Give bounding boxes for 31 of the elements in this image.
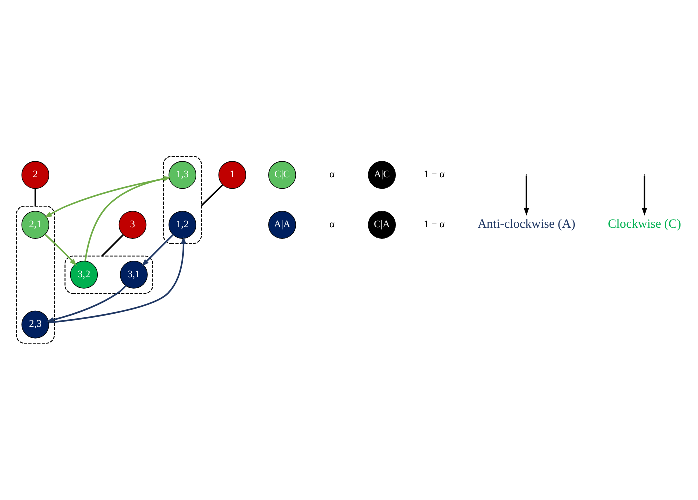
arrow [142,234,174,267]
node-circle: 2,3 [22,310,50,339]
node-circle: C|A [368,211,396,239]
node-circle: C|C [268,161,296,190]
arrow [84,176,172,262]
node-label: α [330,219,335,230]
arrow [642,176,648,216]
node-circle: 1 [218,161,246,190]
node-label: α [330,170,335,181]
arrow [46,285,127,323]
node-circle: A|A [268,211,296,239]
arrow [49,236,186,324]
node-circle: 2,1 [22,211,50,239]
arrow [44,234,78,266]
node-circle: 3,1 [120,261,148,289]
node-circle: 2 [22,161,50,190]
node-text: Clockwise (C) [608,217,682,232]
cluster [64,256,154,294]
node-circle: A|C [368,161,396,190]
arrow [44,177,170,218]
node-circle: 3,2 [70,261,98,289]
connector [201,184,224,207]
node-circle: 3 [118,211,147,239]
connector [34,188,36,206]
node-label: 1 − α [424,219,446,230]
node-circle: 1,2 [168,211,197,239]
node-label: 1 − α [424,170,446,181]
node-circle: 1,3 [168,161,197,190]
node-text: Anti-clockwise (A) [478,217,576,232]
arrow [524,176,530,216]
connector [102,234,124,257]
